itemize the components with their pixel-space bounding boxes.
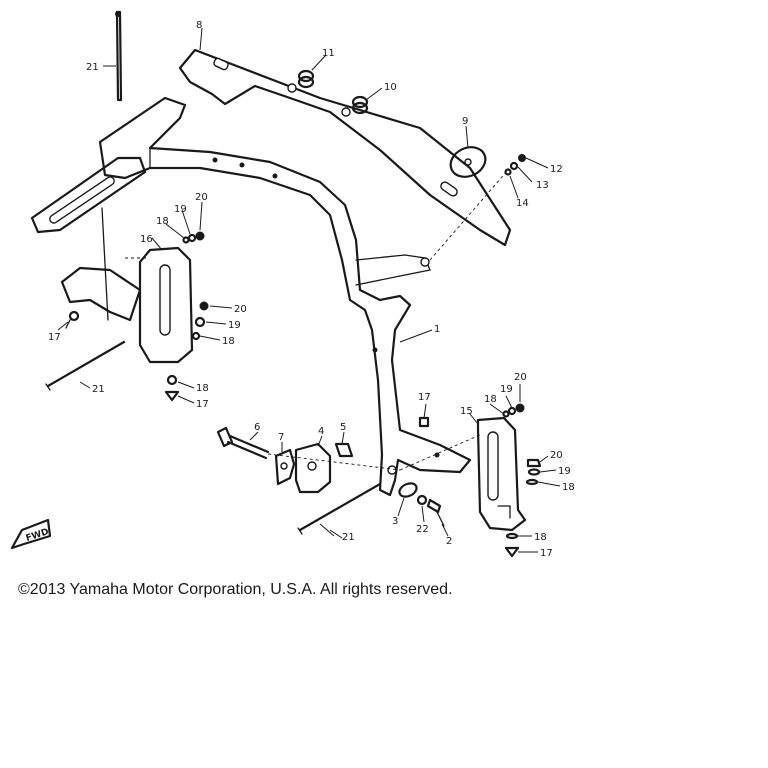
washer-22	[416, 494, 428, 506]
plate-7	[274, 448, 296, 486]
main-frame-1	[98, 96, 472, 497]
callout-11: 11	[322, 48, 335, 59]
callout-1: 1	[434, 324, 440, 335]
callout-18-f: 18	[534, 532, 547, 543]
callout-20-d: 20	[550, 450, 563, 461]
rod-21-upper	[115, 10, 123, 102]
bolt-6	[216, 426, 270, 460]
bushing-11	[297, 69, 315, 89]
callout-21: 21	[86, 62, 99, 73]
callout-17-a: 17	[48, 332, 61, 343]
fasteners-12-13-14	[504, 154, 526, 176]
side-plate-15	[476, 416, 527, 532]
callout-19-d: 19	[558, 466, 571, 477]
callout-17-c: 17	[418, 392, 431, 403]
callout-12: 12	[550, 164, 563, 175]
bolt-17-mid	[418, 416, 430, 428]
fasteners-16-side	[191, 301, 209, 341]
fwd-arrow-icon: FWD	[10, 518, 52, 550]
rod-21-left	[45, 340, 126, 391]
bolt-2	[426, 498, 445, 527]
svg-text:FWD: FWD	[25, 527, 50, 544]
callout-9: 9	[462, 116, 468, 127]
callout-20-c: 20	[514, 372, 527, 383]
fasteners-15-bottom	[504, 532, 520, 558]
callout-18-c: 18	[196, 383, 209, 394]
disc-9	[449, 146, 487, 178]
callout-19-a: 19	[174, 204, 187, 215]
upper-bracket-8	[178, 48, 512, 247]
fasteners-15-top	[502, 403, 525, 418]
bushing-10	[351, 95, 369, 115]
callout-8: 8	[196, 20, 202, 31]
fasteners-16-top	[182, 231, 205, 244]
callout-5: 5	[340, 422, 346, 433]
callout-16: 16	[140, 234, 153, 245]
callout-10: 10	[384, 82, 397, 93]
side-plate-16	[138, 246, 194, 364]
callout-17-b: 17	[196, 399, 209, 410]
callout-19-c: 19	[500, 384, 513, 395]
leader-lines	[57, 27, 561, 553]
callout-13: 13	[536, 180, 549, 191]
callout-14: 14	[516, 198, 529, 209]
callout-20-a: 20	[195, 192, 208, 203]
fasteners-16-bottom	[164, 374, 180, 402]
callout-18-b: 18	[222, 336, 235, 347]
pin-5	[334, 442, 354, 458]
assembly-line-2	[399, 433, 483, 471]
parts-diagram: FWD	[10, 10, 575, 559]
callout-7: 7	[278, 432, 284, 443]
copyright-notice: ©2013 Yamaha Motor Corporation, U.S.A. A…	[18, 581, 453, 598]
washer-3	[398, 482, 418, 498]
callout-21-b: 21	[92, 384, 105, 395]
callout-2: 2	[446, 536, 452, 547]
bolt-17-left	[65, 310, 80, 329]
fasteners-15-side	[525, 458, 542, 486]
callout-18-d: 18	[484, 394, 497, 405]
callout-3: 3	[392, 516, 398, 527]
assembly-line-1	[429, 169, 509, 261]
block-4	[294, 442, 332, 494]
callout-17-d: 17	[540, 548, 553, 559]
callout-21-c: 21	[342, 532, 355, 543]
callout-22: 22	[416, 524, 429, 535]
callout-6: 6	[254, 422, 260, 433]
left-slotted-arm	[30, 156, 147, 234]
callout-19-b: 19	[228, 320, 241, 331]
rod-21-lower	[297, 482, 382, 535]
callout-4: 4	[318, 426, 324, 437]
callout-15: 15	[460, 406, 473, 417]
callout-20-b: 20	[234, 304, 247, 315]
left-lower-bracket	[60, 207, 142, 322]
callout-18-e: 18	[562, 482, 575, 493]
assembly-line-3	[267, 453, 401, 471]
callout-18-a: 18	[156, 216, 169, 227]
